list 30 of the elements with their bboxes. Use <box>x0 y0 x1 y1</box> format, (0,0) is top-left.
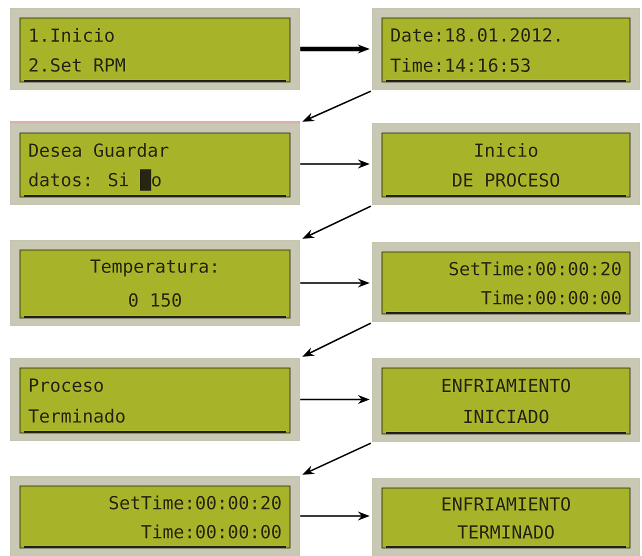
display-text: 2.Set RPM <box>30 58 125 72</box>
display-text: Time:00:00:00 <box>141 524 281 538</box>
display-text: 0 150 <box>129 293 181 307</box>
display-text: Time:14:16:53 <box>390 58 530 72</box>
display-text: Time:00:00:00 <box>481 290 621 304</box>
display-text: Terminado <box>28 408 125 423</box>
lcd-screen <box>372 123 640 205</box>
lcd-screen <box>372 358 640 442</box>
display-text: INICIADO <box>464 410 548 424</box>
display-text: Desea Guardar <box>29 143 168 157</box>
display-text: Date:18.01.2012. <box>391 28 560 42</box>
lcd-screen <box>10 123 300 205</box>
display-text: SetTime:00:00:20 <box>110 496 281 510</box>
lcd-screen <box>372 478 640 556</box>
display-text: datos: Si █o <box>29 169 161 191</box>
display-text: Inicio <box>475 143 538 157</box>
display-text: TERMINADO <box>458 525 554 539</box>
display-text: Proceso <box>30 378 103 392</box>
lcd-screen <box>372 242 640 322</box>
lcd-screen <box>10 240 300 326</box>
display-text: ENFRIAMIENTO <box>442 378 570 392</box>
display-text: 1.Inicio <box>30 28 114 42</box>
lcd-screen <box>10 358 300 441</box>
lcd-screen <box>372 8 640 90</box>
display-text: Temperatura: <box>90 260 216 276</box>
display-text: ENFRIAMIENTO <box>442 497 570 511</box>
display-text: DE PROCESO <box>453 173 560 187</box>
lcd-screen <box>10 8 300 90</box>
display-text: SetTime:00:00:20 <box>450 262 621 276</box>
lcd-screen <box>10 476 300 556</box>
